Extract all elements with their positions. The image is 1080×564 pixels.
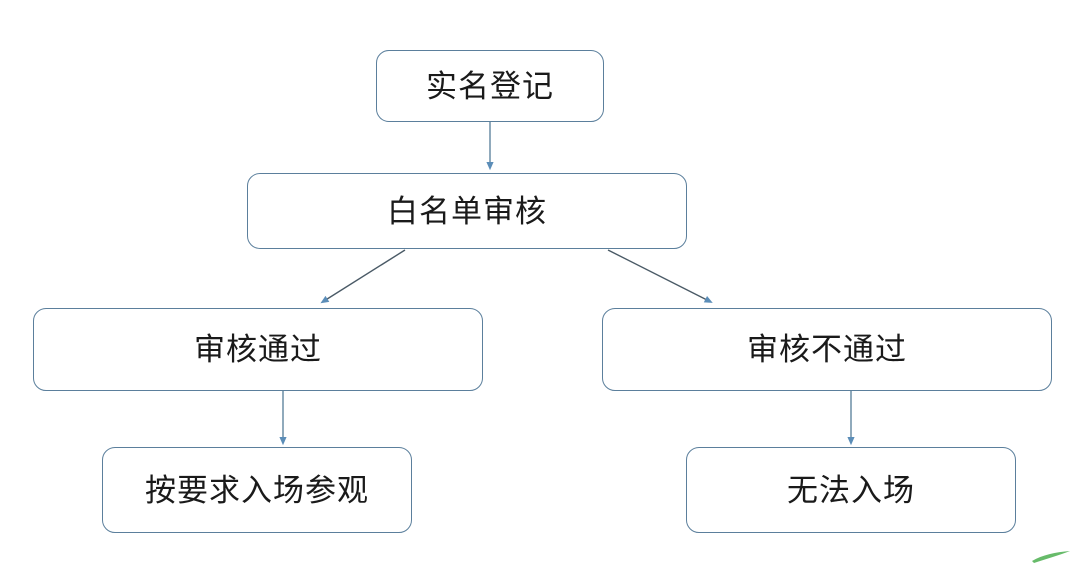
node-rejected[interactable]: 审核不通过 (602, 308, 1052, 391)
node-noentry[interactable]: 无法入场 (686, 447, 1016, 533)
node-whitelist-label: 白名单审核 (387, 193, 547, 229)
node-entry[interactable]: 按要求入场参观 (102, 447, 412, 533)
node-approved-label: 审核通过 (194, 332, 322, 367)
node-noentry-label: 无法入场 (787, 472, 915, 508)
node-approved[interactable]: 审核通过 (33, 308, 483, 391)
node-realname-label: 实名登记 (426, 68, 554, 104)
logo-watermark-icon (1032, 551, 1070, 563)
node-entry-label: 按要求入场参观 (145, 472, 369, 508)
edge-whitelist-to-rejected (607, 249, 713, 303)
node-whitelist[interactable]: 白名单审核 (247, 173, 687, 249)
edge-whitelist-to-approved (320, 249, 406, 304)
node-realname[interactable]: 实名登记 (376, 50, 604, 122)
node-rejected-label: 审核不通过 (747, 332, 907, 367)
